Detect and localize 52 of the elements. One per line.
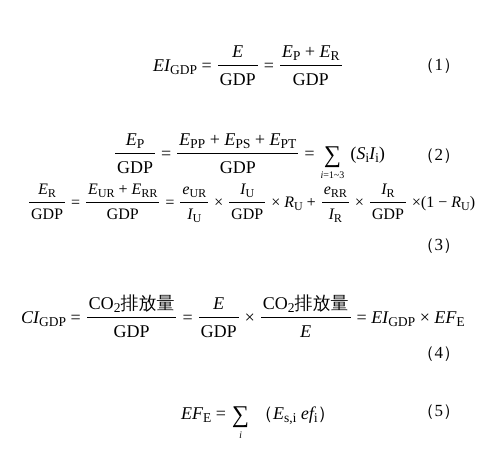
math-text: × R$_{U}$ +: [271, 192, 316, 212]
math-text: =: [161, 142, 172, 164]
math-text: =: [264, 54, 274, 76]
denominator: E: [299, 320, 312, 342]
math-text: EF$_{E}$ =: [181, 402, 226, 424]
numerator: CO$_{2}$排放量: [262, 292, 350, 314]
numerator: E: [231, 40, 244, 62]
equation-number: （2）: [418, 145, 460, 164]
numerator: E: [212, 292, 226, 314]
denominator: GDP: [230, 205, 264, 225]
numerator: E$_{P}$ + E$_{R}$: [280, 40, 341, 62]
summation-index: i=1~3: [320, 170, 344, 182]
math-text: ×: [244, 306, 255, 328]
denominator: GDP: [200, 320, 238, 342]
math-text: =: [165, 192, 174, 212]
numerator: E$_{P}$: [124, 128, 146, 150]
denominator: I$_{R}$: [328, 205, 343, 225]
numerator: CO$_{2}$排放量: [88, 292, 176, 314]
numerator: I$_{R}$: [380, 180, 396, 200]
numerator: E$_{PP}$ + E$_{PS}$ + E$_{PT}$: [178, 128, 298, 150]
summation-index: i: [239, 430, 242, 442]
math-text: =: [182, 306, 193, 328]
equation-number: （4）: [418, 343, 460, 362]
math-text: = EI$_{GDP}$ × EF$_{E}$: [356, 306, 465, 328]
math-text: (S$_{i}$I$_{i}$): [350, 142, 385, 164]
math-text: =: [71, 192, 80, 212]
denominator: GDP: [370, 205, 405, 225]
numerator: E$_{UR}$ + E$_{RR}$: [86, 180, 158, 200]
denominator: GDP: [218, 68, 257, 90]
math-text: （E$_{s,i}$ ef$_{i}$）: [255, 402, 336, 424]
denominator: GDP: [106, 205, 140, 225]
math-text: CI$_{GDP}$ =: [21, 306, 81, 328]
equation-number: （5）: [418, 401, 460, 420]
numerator: e$_{RR}$: [322, 180, 348, 200]
numerator: e$_{UR}$: [181, 180, 208, 200]
math-text: =: [304, 142, 314, 164]
equation-number: （3）: [418, 235, 460, 254]
numerator: I$_{U}$: [239, 180, 256, 200]
denominator: GDP: [292, 68, 330, 90]
summation-sign: ∑: [232, 401, 250, 430]
math-text: ×(1 − R$_{U}$): [412, 192, 476, 212]
summation-sign: ∑: [324, 140, 341, 170]
denominator: GDP: [30, 205, 64, 225]
denominator: GDP: [218, 156, 257, 178]
denominator: I$_{U}$: [186, 205, 202, 225]
equation-number: （1）: [418, 55, 460, 74]
math-text: ×: [354, 192, 364, 212]
denominator: GDP: [116, 156, 154, 178]
numerator: E$_{R}$: [37, 180, 57, 200]
math-text: EI$_{GDP}$ =: [153, 54, 212, 76]
math-text: ×: [214, 192, 224, 212]
denominator: GDP: [112, 320, 151, 342]
